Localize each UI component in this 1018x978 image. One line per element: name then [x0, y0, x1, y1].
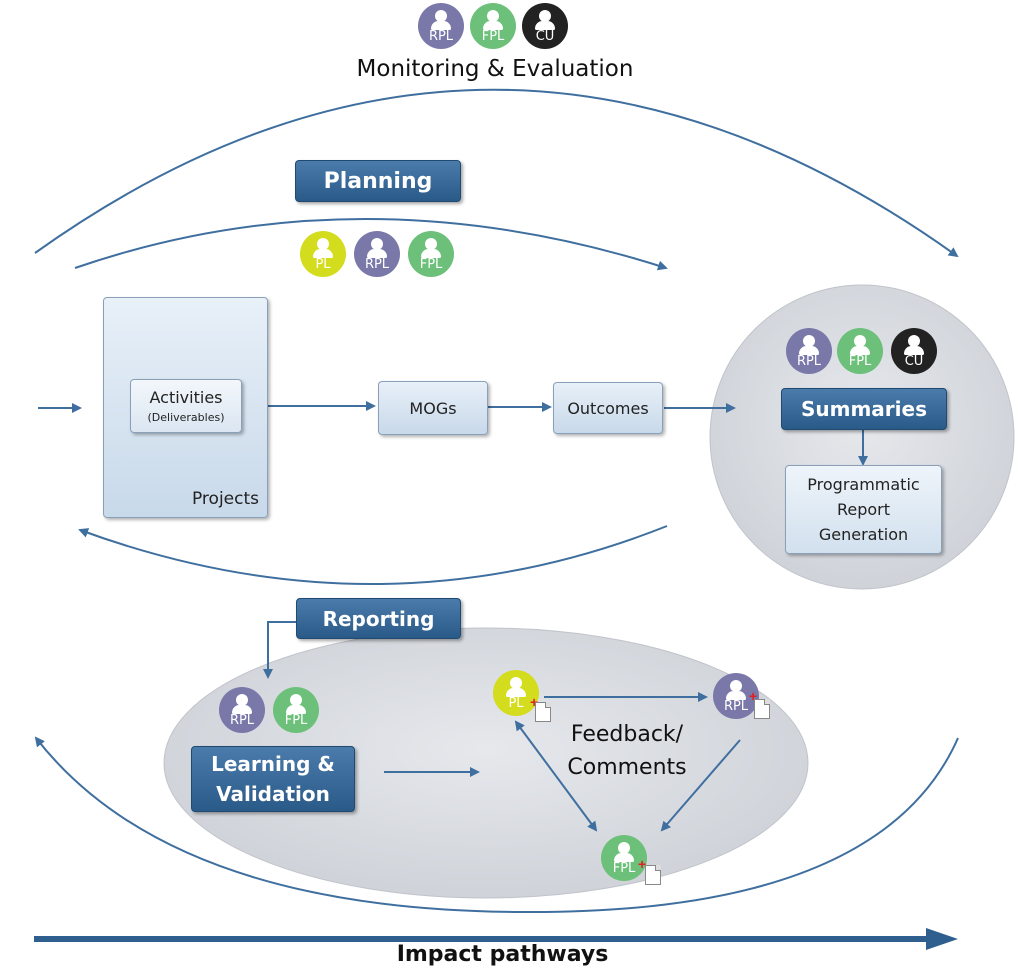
plus-icon-fpl: +	[638, 856, 647, 872]
rpl-avatar-summaries: RPL	[786, 328, 832, 374]
rpl-avatar-planning: RPL	[354, 231, 400, 277]
planning-arc	[74, 218, 668, 271]
impact-arrow-head	[926, 928, 958, 950]
learning-ellipse	[163, 627, 809, 899]
fpl-avatar-top: FPL	[470, 3, 516, 49]
monitoring-arc	[34, 88, 959, 258]
fpl-avatar-summaries: FPL	[837, 328, 883, 374]
plus-icon-rpl: +	[749, 688, 758, 704]
report-generation-box[interactable]: Programmatic Report Generation	[785, 465, 942, 554]
reporting-button[interactable]: Reporting	[296, 598, 461, 639]
feedback-line1: Feedback/	[570, 722, 684, 747]
learning-line2: Validation	[216, 782, 330, 806]
cu-avatar-summaries: CU	[891, 328, 937, 374]
plus-icon-pl: +	[530, 695, 538, 709]
deliverables-label: (Deliverables)	[147, 411, 225, 424]
summaries-button[interactable]: Summaries	[781, 388, 947, 430]
report-line2: Report	[836, 500, 891, 519]
learning-validation-button[interactable]: Learning & Validation	[191, 746, 355, 812]
monitoring-evaluation-title: Monitoring & Evaluation	[356, 56, 634, 82]
rpl-avatar-learning: RPL	[219, 687, 265, 733]
rpl-avatar-top: RPL	[418, 3, 464, 49]
outcomes-box[interactable]: Outcomes	[553, 382, 663, 434]
pl-fpl-arrow	[514, 720, 598, 832]
projects-label: Projects	[191, 489, 259, 509]
pl-avatar-feedback: PL	[493, 670, 539, 716]
rpl-avatar-feedback: RPL	[713, 673, 759, 719]
planning-button[interactable]: Planning	[295, 160, 461, 202]
document-icon-pl	[535, 702, 551, 722]
fpl-avatar-planning: FPL	[408, 231, 454, 277]
feedback-line2: Comments	[567, 755, 687, 780]
document-icon-rpl	[754, 699, 770, 719]
rpl-to-fpl-arrow	[660, 739, 741, 832]
report-line3: Generation	[818, 525, 909, 544]
mogs-box[interactable]: MOGs	[378, 381, 488, 435]
reporting-to-learning-arrow	[263, 621, 297, 679]
pl-avatar-planning: PL	[300, 231, 346, 277]
fpl-avatar-learning: FPL	[273, 687, 319, 733]
cu-avatar-top: CU	[522, 3, 568, 49]
feedback-comments-label: Feedback/ Comments	[548, 718, 706, 784]
learning-outer-arc	[34, 736, 959, 914]
fpl-avatar-feedback: FPL	[601, 835, 647, 881]
report-line1: Programmatic	[807, 475, 920, 494]
activities-label: Activities	[149, 388, 223, 407]
impact-pathways-label: Impact pathways	[396, 942, 609, 967]
return-arc	[78, 525, 668, 585]
activities-box[interactable]: Activities (Deliverables)	[130, 379, 242, 433]
document-icon-fpl	[645, 865, 661, 885]
learning-line1: Learning &	[211, 752, 335, 776]
